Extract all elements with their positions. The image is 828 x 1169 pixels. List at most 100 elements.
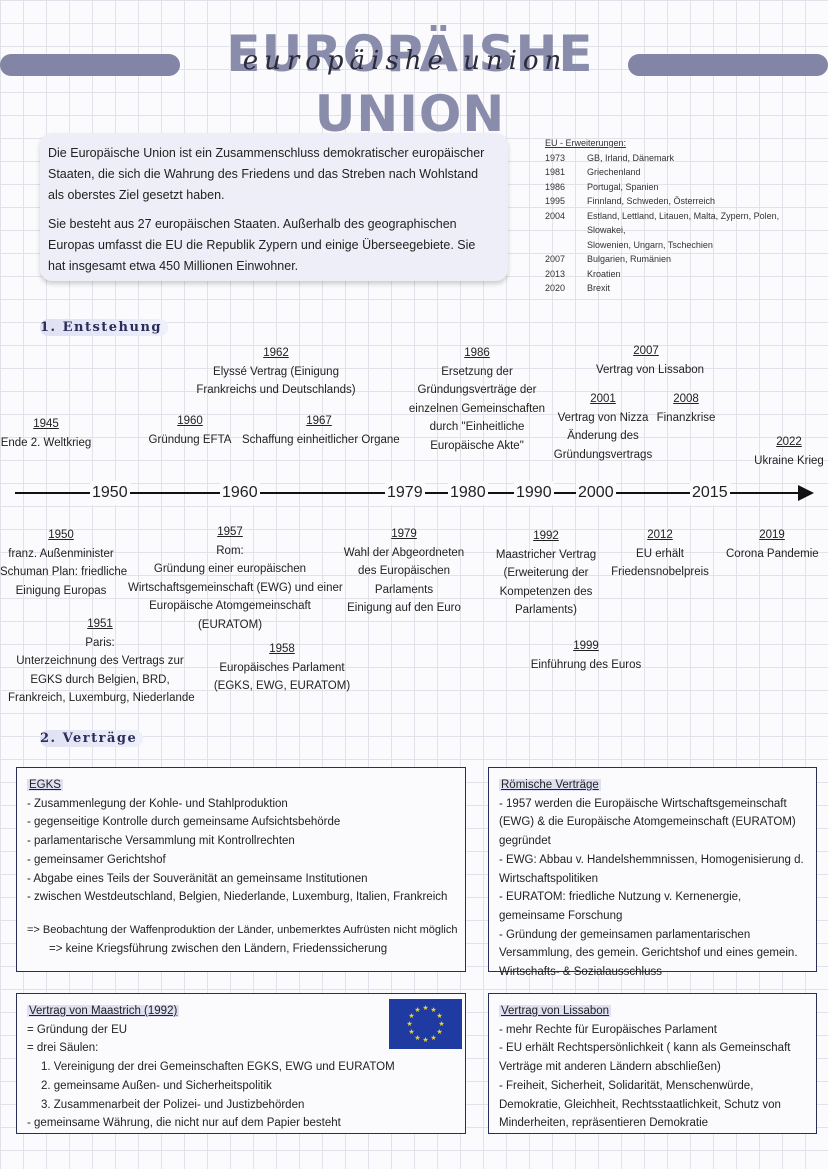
enl-year: 2007 [545, 254, 566, 264]
timeline-event-1950: 1950 franz. Außenminister Schuman Plan: … [0, 526, 127, 600]
event-text: Gründungsverträge der [417, 384, 537, 396]
event-year: 1979 [391, 528, 417, 540]
event-text: (EURATOM) [197, 618, 263, 631]
event-year: 1958 [269, 643, 295, 655]
section-heading-vertraege: 2. Verträge [40, 730, 144, 747]
event-year: 2019 [759, 529, 785, 541]
list-item: - gemeinsame Währung, die nicht nur auf … [27, 1117, 341, 1130]
event-text: Parlaments [374, 583, 434, 596]
timeline-label: 1979 [385, 481, 425, 505]
list-item: - EU erhält Rechtspersönlichkeit ( kann … [499, 1042, 791, 1074]
timeline-event-2019: 2019 Corona Pandemie [726, 526, 819, 563]
page-title-script: europäishe union [242, 46, 568, 76]
event-text: Kompetenzen des [499, 585, 593, 598]
enl-year: 2020 [545, 283, 566, 293]
intro-paragraph-2: Sie besteht aus 27 europäischen Staaten.… [48, 217, 476, 273]
enl-text: Slowenien, Ungarn, Tschechien [587, 239, 713, 250]
event-text: Vertrag von Lissabon [596, 363, 705, 376]
event-text: Europäische Atomgemeinschaft [149, 600, 311, 612]
list-item: Slowenien, Ungarn, Tschechien [545, 238, 815, 253]
timeline-event-2012: 2012 EU erhält Friedensnobelpreis [610, 526, 710, 582]
star-icon: ★ [422, 1005, 429, 1012]
event-text: Ersetzung der [441, 365, 513, 378]
title-bar-left [0, 54, 180, 76]
event-text: (EGKS, EWG, EURATOM) [213, 680, 351, 692]
event-text: Maastricher Vertrag [495, 548, 597, 561]
event-text: Gründung EFTA [148, 433, 232, 446]
lissabon-box: Vertrag von Lissabon - mehr Rechte für E… [488, 993, 817, 1134]
enl-text: Bulgarien, Rumänien [587, 254, 672, 264]
event-year: 2008 [673, 393, 699, 405]
timeline-event-1945: 1945 Ende 2. Weltkrieg [0, 415, 92, 452]
event-year: 2022 [776, 436, 802, 448]
event-text: Gründung einer europäischen [153, 563, 307, 575]
timeline-event-1960: 1960 Gründung EFTA [140, 412, 240, 449]
list-item: = Gründung der EU [27, 1023, 128, 1036]
event-year: 1962 [263, 347, 289, 359]
list-item: - Gründung der gemeinsamen parlamentaris… [499, 928, 798, 979]
event-year: 1945 [33, 418, 59, 430]
title-bar-right [628, 54, 828, 76]
event-text: Gründungsvertrags [553, 448, 653, 461]
roemische-title: Römische Verträge [499, 779, 601, 791]
maastricht-box: Vertrag von Maastrich (1992) = Gründung … [16, 993, 466, 1134]
list-item: - mehr Rechte für Europäisches Parlament [499, 1023, 717, 1036]
timeline-event-1992: 1992 Maastricher Vertrag (Erweiterung de… [493, 527, 599, 620]
enl-text: Kroatien [587, 268, 621, 279]
timeline-label: 1960 [220, 481, 260, 505]
intro-paragraph-1: Die Europäische Union ist ein Zusammensc… [48, 146, 485, 202]
event-year: 2001 [590, 393, 616, 405]
event-year: 1950 [48, 529, 74, 541]
event-text: durch "Einheitliche [429, 421, 525, 433]
egks-conclusion-1: => Beobachtung der Waffenproduktion der … [27, 923, 458, 936]
event-year: 1951 [87, 618, 113, 630]
event-text: EGKS durch Belgien, BRD, [30, 673, 170, 686]
enl-text: Portugal, Spanien [587, 181, 659, 192]
star-icon: ★ [436, 1029, 443, 1036]
arrow-right-icon [798, 485, 814, 501]
list-item: - EWG: Abbau v. Handelshemmnissen, Homog… [499, 853, 804, 885]
timeline-event-1958: 1958 Europäisches Parlament (EGKS, EWG, … [212, 640, 352, 696]
maastricht-title: Vertrag von Maastrich (1992) [27, 1005, 180, 1017]
event-text: Schaffung einheitlicher Organe [242, 433, 400, 446]
list-item: - gegenseitige Kontrolle durch gemeinsam… [27, 816, 341, 829]
list-item: - gemeinsamer Gerichtshof [27, 853, 166, 866]
timeline-event-1967: 1967 Schaffung einheitlicher Organe [242, 412, 400, 449]
star-icon: ★ [422, 1037, 429, 1044]
page-title: EUROPÄISHE UNION [226, 25, 594, 143]
event-year: 2012 [647, 529, 673, 541]
enlargements-heading: EU - Erweiterungen: [545, 138, 627, 148]
event-year: 2007 [633, 345, 659, 357]
event-text: Elyssé Vertrag (Einigung [213, 365, 339, 378]
timeline-event-1951: 1951 Paris: Unterzeichnung des Vertrags … [8, 615, 195, 708]
egks-title: EGKS [27, 779, 63, 791]
event-year: 1960 [177, 415, 203, 427]
event-year: 1986 [464, 347, 490, 359]
list-item: 1. Vereinigung der drei Gemeinschaften E… [41, 1061, 395, 1074]
event-text: (Erweiterung der [503, 567, 589, 579]
list-item: - Abgabe eines Teils der Souveränität an… [27, 872, 368, 885]
event-text: Einigung auf den Euro [347, 602, 461, 614]
star-icon: ★ [406, 1021, 413, 1028]
star-icon: ★ [408, 1029, 415, 1036]
enl-year: 1973 [545, 152, 566, 163]
star-icon: ★ [438, 1021, 445, 1028]
event-text: Europäische Akte" [430, 439, 524, 452]
star-icon: ★ [430, 1035, 437, 1042]
list-item: 2007 Bulgarien, Rumänien [545, 252, 815, 267]
enl-text: Finnland, Schweden, Österreich [587, 196, 716, 206]
enl-year: 2004 [545, 210, 566, 221]
list-item: 2. gemeinsame Außen- und Sicherheitspoli… [41, 1079, 272, 1092]
timeline-label: 2015 [690, 481, 730, 505]
timeline-event-1986: 1986 Ersetzung der Gründungsverträge der… [406, 344, 548, 455]
event-text: Parlaments) [515, 604, 577, 616]
enl-year: 1981 [545, 167, 566, 177]
star-icon: ★ [436, 1013, 443, 1020]
event-text: Ukraine Krieg [754, 454, 824, 467]
event-text: Einführung des Euros [530, 658, 642, 671]
